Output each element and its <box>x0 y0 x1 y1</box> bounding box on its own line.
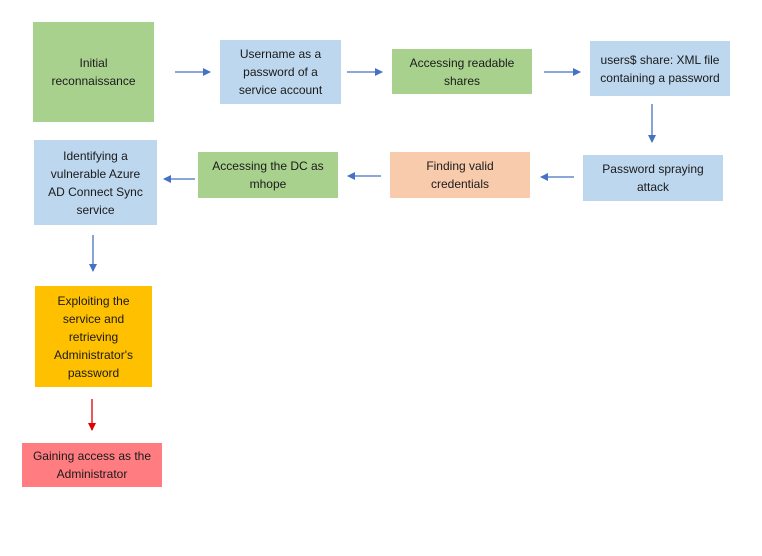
step-label: Exploiting the service and retrieving Ad… <box>54 293 133 380</box>
step-label: Initial reconnaissance <box>51 56 136 88</box>
step-identifying-vulnerable-service: Identifying a vulnerable Azure AD Connec… <box>34 140 157 225</box>
step-finding-valid-credentials: Finding valid credentials <box>390 152 530 198</box>
step-label: Accessing readable shares <box>409 55 515 88</box>
step-gaining-admin-access: Gaining access as the Administrator <box>22 443 162 487</box>
step-label: Username as a password of a service acco… <box>238 47 323 97</box>
step-initial-reconnaissance: Initial reconnaissance <box>33 22 154 122</box>
step-label: Gaining access as the Administrator <box>32 449 152 481</box>
step-password-spraying: Password spraying attack <box>583 155 723 201</box>
step-label: users$ share: XML file containing a pass… <box>600 52 720 85</box>
step-label: Password spraying attack <box>602 162 704 194</box>
step-users-share-xml: users$ share: XML file containing a pass… <box>590 41 730 96</box>
step-accessing-readable-shares: Accessing readable shares <box>392 49 532 94</box>
step-label: Finding valid credentials <box>426 159 494 191</box>
step-accessing-dc: Accessing the DC as mhope <box>198 152 338 198</box>
step-username-as-password: Username as a password of a service acco… <box>220 40 341 104</box>
step-label: Accessing the DC as mhope <box>212 159 324 191</box>
step-label: Identifying a vulnerable Azure AD Connec… <box>48 148 143 217</box>
step-exploiting-service: Exploiting the service and retrieving Ad… <box>35 286 152 387</box>
